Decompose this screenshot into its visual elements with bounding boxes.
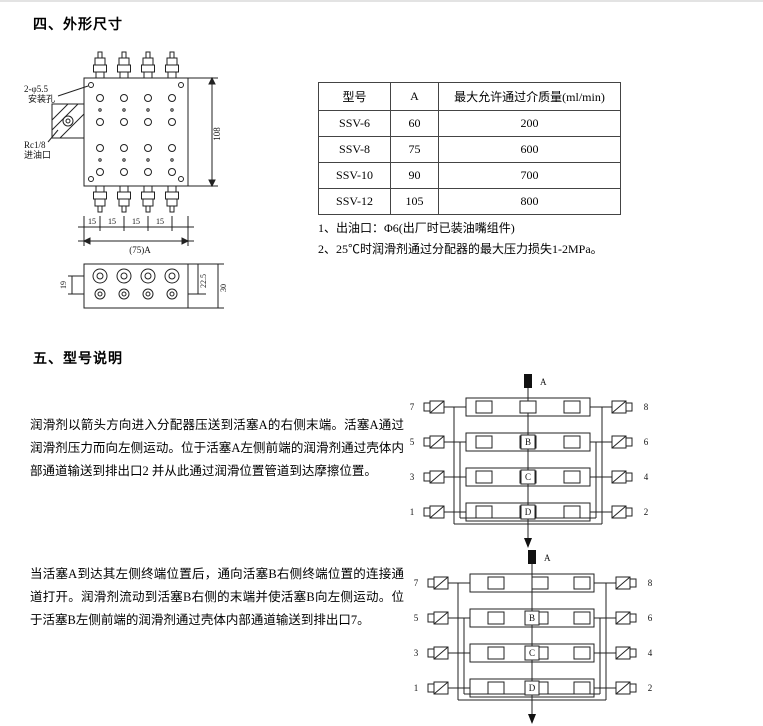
table-cell: SSV-6: [318, 110, 391, 137]
table-cell: 700: [438, 162, 621, 189]
table-row: SSV-6 60 200: [318, 110, 621, 137]
piston-label: A: [544, 553, 551, 563]
col-header-flow: 最大允许通过介质量(ml/min): [438, 82, 621, 111]
table-cell: 600: [438, 136, 621, 163]
piston-label: C: [525, 472, 531, 482]
table-header-row: 型号 A 最大允许通过介质量(ml/min): [318, 82, 621, 111]
table-cell: 75: [390, 136, 439, 163]
dimension-drawing: 2-φ5.5 安装孔 Rc1/8 进油口 108 15 15 15 15 (75…: [24, 51, 228, 309]
note-1: 1、出油口：Φ6(出厂时已装油嘴组件): [318, 221, 515, 235]
table-row: SSV-12 105 800: [318, 188, 621, 215]
dim-30-label: 30: [219, 284, 228, 292]
piston-label: D: [525, 507, 532, 517]
port-number: 6: [644, 437, 649, 447]
port-number: 8: [648, 578, 653, 588]
inlet-fitting: [528, 550, 536, 564]
distributor-schematic-1: A B C D 7 5 3 1 8 6 4 2: [410, 374, 649, 548]
table-cell: 105: [390, 188, 439, 215]
port-number: 3: [414, 648, 419, 658]
dim-75A-label: (75)A: [129, 245, 151, 255]
piston-label-boxes: [524, 610, 540, 696]
port-number: 8: [644, 402, 649, 412]
table-cell: 200: [438, 110, 621, 137]
port-number: 5: [410, 437, 415, 447]
dim-108-label: 108: [212, 127, 222, 141]
col-header-a: A: [390, 82, 439, 111]
spec-table: 型号 A 最大允许通过介质量(ml/min) SSV-6 60 200 SSV-…: [318, 82, 621, 215]
piston-label-boxes: [520, 434, 536, 520]
col-header-model: 型号: [318, 82, 391, 111]
piston-label: B: [529, 613, 535, 623]
dim-15-label: 15: [132, 217, 140, 226]
piston-label: D: [529, 683, 536, 693]
table-cell: SSV-12: [318, 188, 391, 215]
dim-15-label: 15: [88, 217, 96, 226]
table-row: SSV-8 75 600: [318, 136, 621, 163]
table-cell: 60: [390, 110, 439, 137]
piston-label: C: [529, 648, 535, 658]
piston-label: A: [540, 377, 547, 387]
table-row: SSV-10 90 700: [318, 162, 621, 189]
outlet-arrow-icon: [528, 714, 536, 724]
port-number: 1: [414, 683, 419, 693]
mount-hole-label-1: 2-φ5.5: [24, 84, 48, 94]
bottom-view: [68, 263, 224, 309]
mount-hole-label-2: 安装孔: [28, 93, 55, 104]
description-paragraph-1: 润滑剂以箭头方向进入分配器压送到活塞A的右侧末端。活塞A通过润滑剂压力而向左侧运…: [30, 418, 404, 478]
note-2: 2、25℃时润滑剂通过分配器的最大压力损失1-2MPa。: [318, 242, 603, 256]
table-cell: 800: [438, 188, 621, 215]
table-cell: 90: [390, 162, 439, 189]
table-cell: SSV-8: [318, 136, 391, 163]
description-paragraph-2: 当活塞A到达其左侧终端位置后，通向活塞B右侧终端位置的连接通道打开。润滑剂流动到…: [30, 567, 404, 627]
port-number: 7: [410, 402, 415, 412]
outlet-arrow-icon: [524, 538, 532, 548]
dim-15-label: 15: [108, 217, 116, 226]
section5-title: 五、型号说明: [33, 352, 123, 367]
front-view: [47, 51, 218, 246]
port-number: 3: [410, 472, 415, 482]
port-number: 5: [414, 613, 419, 623]
dim-15-label: 15: [156, 217, 164, 226]
port-number: 7: [414, 578, 419, 588]
dim-22-5-label: 22.5: [199, 274, 208, 288]
port-number: 4: [648, 648, 653, 658]
inlet-label-1: Rc1/8: [24, 140, 46, 150]
table-cell: SSV-10: [318, 162, 391, 189]
port-number: 6: [648, 613, 653, 623]
distributor-schematic-2: A B C D 7 5 3 1 8 6 4 2: [414, 550, 653, 724]
notes-block: 1、出油口：Φ6(出厂时已装油嘴组件) 2、25℃时润滑剂通过分配器的最大压力损…: [318, 218, 638, 260]
port-number: 2: [644, 507, 649, 517]
port-number: 4: [644, 472, 649, 482]
port-number: 2: [648, 683, 653, 693]
dim-19-label: 19: [59, 281, 68, 289]
section4-title: 四、外形尺寸: [33, 18, 123, 33]
port-number: 1: [410, 507, 415, 517]
inlet-label-2: 进油口: [24, 149, 51, 160]
inlet-fitting: [524, 374, 532, 388]
piston-label: B: [525, 437, 531, 447]
